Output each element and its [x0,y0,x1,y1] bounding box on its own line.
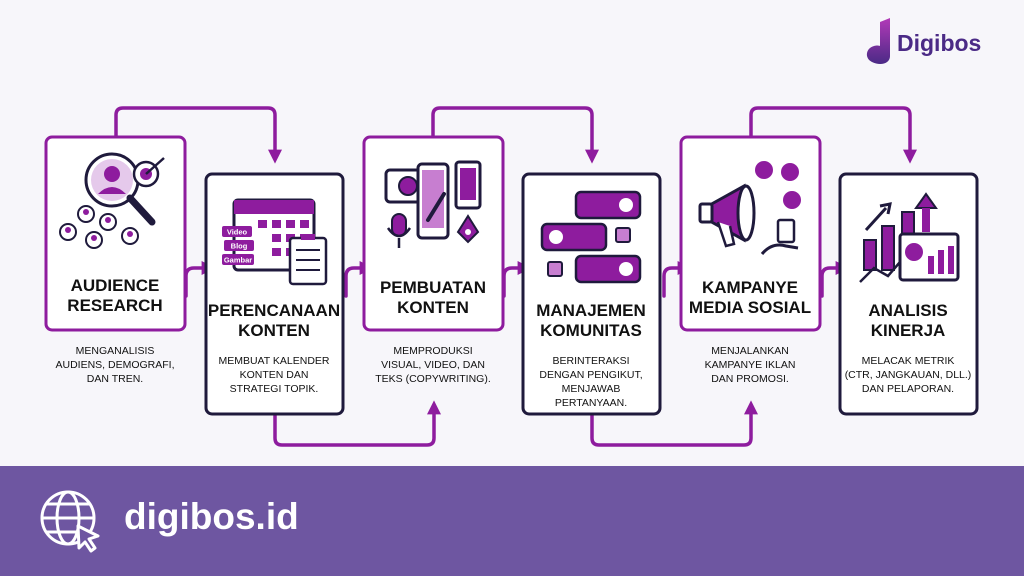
step-texts: AUDIENCE RESEARCH MENGANALISIS AUDIENS, … [55,276,971,409]
connector-3-4 [431,106,599,164]
website-url[interactable]: digibos.id [124,496,299,537]
step-2-desc-line-1: MEMBUAT KALENDER [218,355,329,367]
step-1-title-line-2: RESEARCH [67,296,162,315]
step-6-desc-line-3: DAN PELAPORAN. [862,383,954,395]
step-1-desc-line-3: DAN TREN. [87,373,143,385]
side-arrow-5 [820,261,850,298]
step-2-title-line-1: PERENCANAAN [208,301,340,320]
step-5-title-line-1: KAMPANYE [702,278,798,297]
step-6-title-line-1: ANALISIS [868,301,947,320]
step-3-desc-line-2: VISUAL, VIDEO, DAN [381,359,485,371]
calendar-tag-blog: Blog [231,242,248,251]
step-3-desc-line-3: TEKS (COPYWRITING). [375,373,491,385]
step-4-desc-line-1: BERINTERAKSI [552,355,629,367]
cards [44,135,979,416]
step-1-desc-line-2: AUDIENS, DEMOGRAFI, [55,359,174,371]
content-creation-icon [384,160,482,248]
process-diagram: Video Blog Gambar [44,106,979,447]
step-2-desc-line-2: KONTEN DAN [240,369,309,381]
step-4-desc-line-2: DENGAN PENGIKUT, [539,369,642,381]
step-4-title-line-2: KOMUNITAS [540,321,642,340]
connector-5-6 [749,106,917,164]
community-icon [540,190,642,284]
calendar-tag-gambar: Gambar [224,256,252,265]
step-5-desc-line-3: DAN PROMOSI. [711,373,789,385]
step-4-title-line-1: MANAJEMEN [536,301,646,320]
step-3-desc-line-1: MEMPRODUKSI [393,345,472,357]
step-6-desc-line-2: (CTR, JANGKAUAN, DLL.) [845,369,972,381]
step-1-desc-line-1: MENGANALISIS [76,345,155,357]
step-6-desc-line-1: MELACAK METRIK [862,355,955,367]
audience-research-icon [59,152,165,249]
megaphone-icon [698,161,801,255]
step-6-title-line-2: KINERJA [871,321,946,340]
calendar-tag-video: Video [227,228,248,237]
side-arrow-2 [344,261,374,298]
side-arrow-4 [662,261,692,298]
brand-name: Digibos [897,30,982,56]
footer-bar: digibos.id [0,466,1024,576]
connector-4-5 [590,400,758,447]
step-1-title-line-1: AUDIENCE [71,276,160,295]
step-5-desc-line-1: MENJALANKAN [711,345,789,357]
step-2-desc-line-3: STRATEGI TOPIK. [230,383,319,395]
calendar-icon: Video Blog Gambar [222,198,328,286]
connector-1-2 [114,106,282,164]
step-5-title-line-2: MEDIA SOSIAL [689,298,811,317]
digibos-logo [866,18,890,64]
connector-2-3 [273,400,441,447]
step-4-desc-line-4: PERTANYAAN. [555,397,627,409]
step-2-title-line-2: KONTEN [238,321,310,340]
analytics-icon [859,192,960,283]
step-5-desc-line-2: KAMPANYE IKLAN [705,359,796,371]
step-4-desc-line-3: MENJAWAB [562,383,621,395]
globe-icon [40,490,100,553]
step-3-title-line-2: KONTEN [397,298,469,317]
step-3-title-line-1: PEMBUATAN [380,278,486,297]
